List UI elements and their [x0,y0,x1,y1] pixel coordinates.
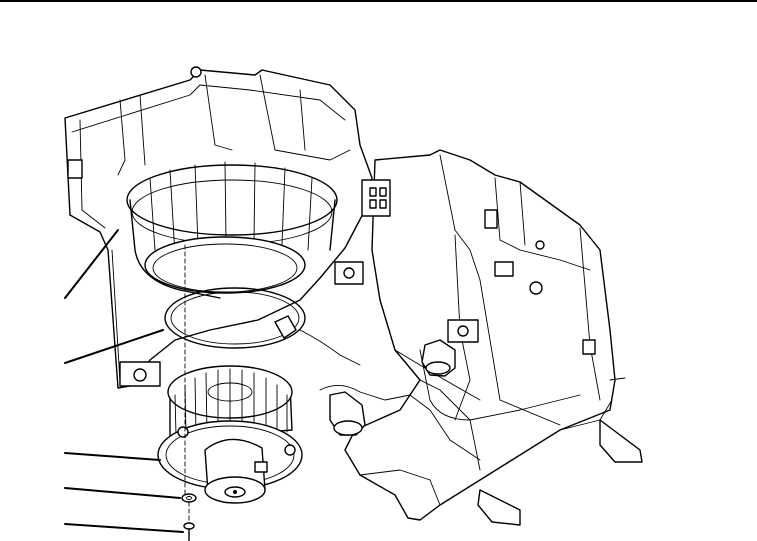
top-rule [0,0,757,2]
leader-3 [64,452,161,461]
leader-4 [64,487,181,499]
seal-ring [164,287,306,349]
washer [181,493,197,503]
screw [183,522,195,541]
blower-motor-assembly [157,244,303,541]
leader-2 [64,329,164,364]
leader-5 [64,523,184,533]
blower-housing [64,66,373,389]
leader-1 [64,229,119,299]
callout-leaders [64,229,184,533]
heater-case [299,149,643,526]
